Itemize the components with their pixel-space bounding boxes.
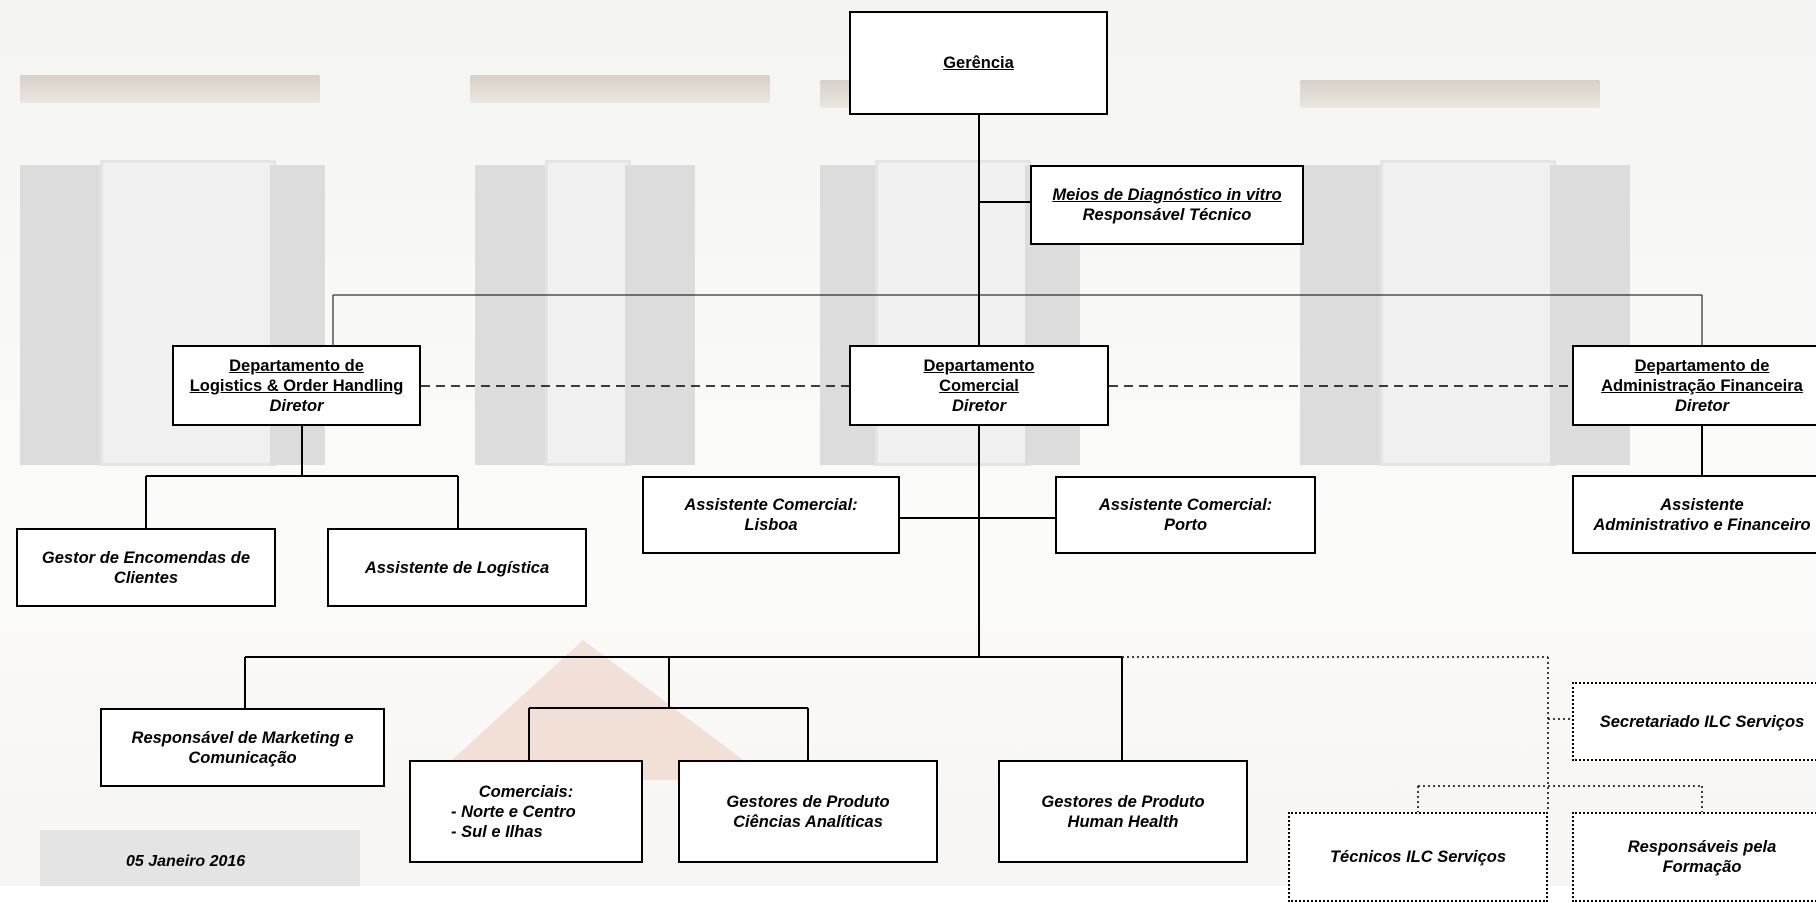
- gestores-analiticas-box: Gestores de Produto Ciências Analíticas: [678, 760, 938, 863]
- date-label: 05 Janeiro 2016: [126, 853, 246, 870]
- assistente-porto-line2: Porto: [1163, 516, 1208, 534]
- financeira-line1: Departamento de: [1634, 356, 1770, 375]
- marketing-line2: Comunicação: [188, 748, 297, 767]
- logistics-line1: Departamento de: [229, 356, 364, 375]
- assistente-admin-box: Assistente Administrativo e Financeiro: [1572, 475, 1816, 554]
- comerciais-box: Comerciais: - Norte e Centro - Sul e Ilh…: [409, 760, 643, 863]
- secretariado-box: Secretariado ILC Serviços: [1572, 682, 1816, 761]
- meios-role: Responsável Técnico: [1082, 206, 1252, 224]
- comercial-line1: Departamento: [923, 356, 1035, 375]
- tecnicos-box: Técnicos ILC Serviços: [1288, 812, 1548, 902]
- gestor-encomendas-line2: Clientes: [113, 568, 179, 587]
- comerciais-line1: Comerciais:: [478, 782, 574, 801]
- assistente-logistica-box: Assistente de Logística: [327, 528, 587, 607]
- gestores-analiticas-line1: Gestores de Produto: [726, 792, 890, 811]
- gestor-encomendas-line1: Gestor de Encomendas de: [41, 548, 251, 567]
- formacao-line1: Responsáveis pela: [1627, 838, 1777, 856]
- comercial-department-box: Departamento Comercial Diretor: [849, 345, 1109, 426]
- comercial-role: Diretor: [951, 396, 1007, 415]
- assistente-porto-line1: Assistente Comercial:: [1098, 496, 1273, 514]
- meios-title: Meios de Diagnóstico in vitro: [1052, 186, 1282, 204]
- gestores-health-line1: Gestores de Produto: [1041, 792, 1205, 811]
- logistics-line2: Logistics & Order Handling: [189, 376, 404, 395]
- logistics-role: Diretor: [269, 396, 324, 415]
- gestores-health-box: Gestores de Produto Human Health: [998, 760, 1248, 863]
- financeira-role: Diretor: [1674, 396, 1730, 415]
- formacao-line2: Formação: [1662, 858, 1742, 876]
- gestores-analiticas-line2: Ciências Analíticas: [733, 812, 883, 831]
- assistente-admin-line2: Administrativo e Financeiro: [1593, 515, 1811, 534]
- secretariado-line1: Secretariado ILC Serviços: [1599, 712, 1805, 731]
- marketing-box: Responsável de Marketing e Comunicação: [100, 708, 385, 787]
- assistente-lisboa-line2: Lisboa: [744, 516, 798, 534]
- comercial-line2: Comercial: [939, 376, 1019, 395]
- assistente-lisboa-line1: Assistente Comercial:: [684, 496, 858, 514]
- gestor-encomendas-box: Gestor de Encomendas de Clientes: [16, 528, 276, 607]
- assistente-admin-line1: Assistente: [1660, 495, 1744, 514]
- meios-diagnostico-box: Meios de Diagnóstico in vitro Responsáve…: [1030, 165, 1304, 245]
- formacao-box: Responsáveis pela Formação: [1572, 812, 1816, 902]
- logistics-department-box: Departamento de Logistics & Order Handli…: [172, 345, 421, 426]
- gestores-health-line2: Human Health: [1067, 812, 1179, 831]
- gerencia-title: Gerência: [943, 54, 1014, 72]
- financeira-department-box: Departamento de Administração Financeira…: [1572, 345, 1816, 426]
- tecnicos-line1: Técnicos ILC Serviços: [1329, 848, 1507, 866]
- assistente-lisboa-box: Assistente Comercial: Lisboa: [642, 476, 900, 554]
- comerciais-line3: - Sul e Ilhas: [451, 822, 543, 841]
- marketing-line1: Responsável de Marketing e: [131, 728, 354, 747]
- assistente-porto-box: Assistente Comercial: Porto: [1055, 476, 1316, 554]
- gerencia-box: Gerência: [849, 11, 1108, 115]
- comerciais-line2: - Norte e Centro: [451, 802, 576, 821]
- assistente-logistica-line1: Assistente de Logística: [364, 558, 550, 577]
- financeira-line2: Administração Financeira: [1601, 376, 1803, 395]
